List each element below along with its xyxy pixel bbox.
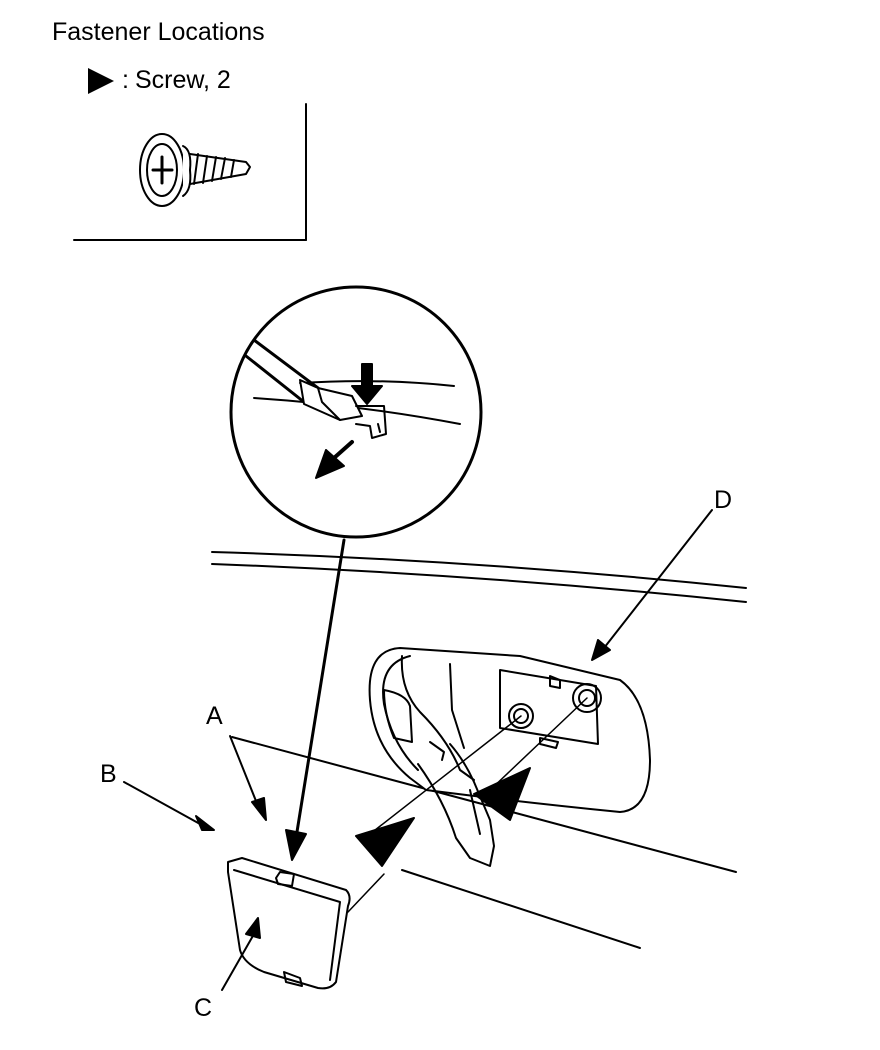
callout-d: D (714, 486, 733, 514)
legend-box-border (73, 103, 307, 241)
pocket-bracket (368, 647, 651, 867)
legend-separator: : (122, 66, 129, 94)
callout-c: C (194, 994, 213, 1022)
screw-icon (139, 133, 251, 207)
cover-panel (227, 857, 385, 990)
callout-leaders (123, 509, 713, 991)
diagram-title: Fastener Locations (52, 18, 265, 46)
detail-leader-arrow (285, 538, 346, 861)
callout-b: B (100, 760, 117, 788)
legend-label: Screw, 2 (134, 66, 231, 94)
screw-marker-triangles (355, 697, 588, 867)
fastener-legend: : Screw, 2 (88, 66, 231, 95)
callout-a: A (206, 702, 223, 730)
detail-view-circle (229, 285, 483, 539)
triangle-marker-icon (88, 67, 114, 94)
